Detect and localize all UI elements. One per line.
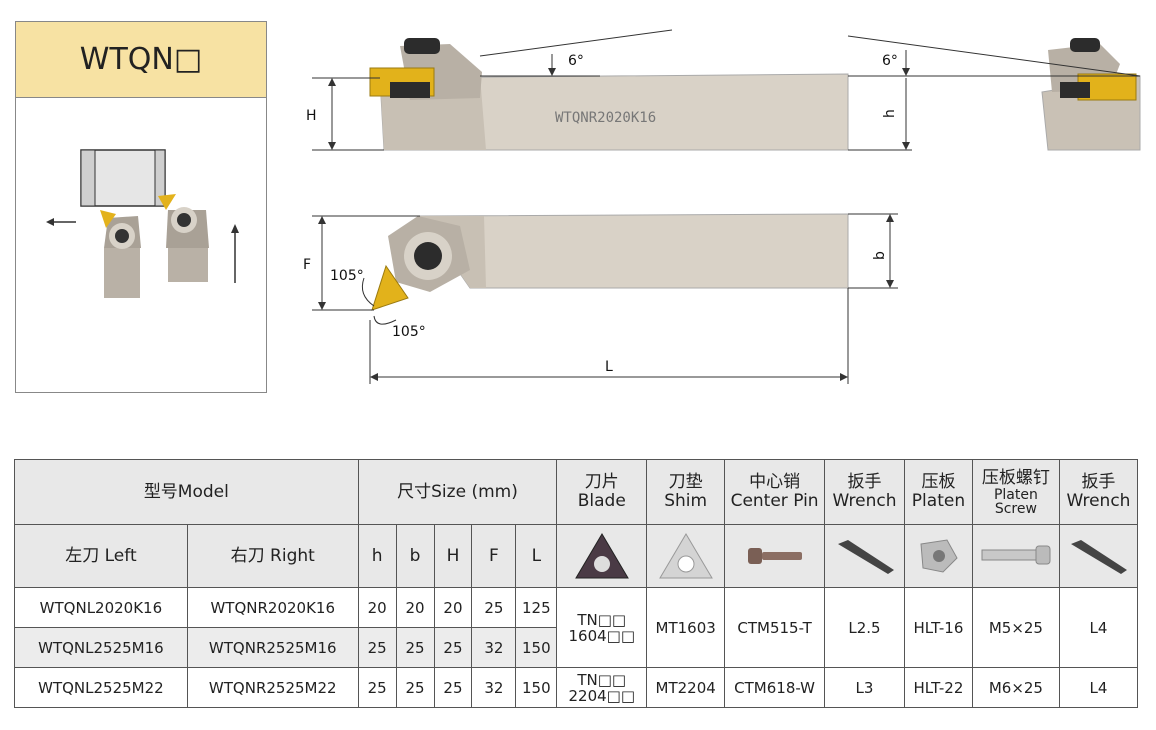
model-title: WTQN□ <box>16 22 266 98</box>
cell-platen: HLT-22 <box>903 667 973 708</box>
wrench-image <box>824 524 905 588</box>
dimension-h-label: h <box>882 109 898 118</box>
cell-h: 25 <box>357 627 397 668</box>
row-left-model: WTQNL2525M16 <box>14 627 188 668</box>
model-title-box: WTQN□ <box>15 21 267 393</box>
header-model: 型号Model <box>14 459 359 525</box>
row-right-model: WTQNR2020K16 <box>186 587 359 628</box>
blade-image <box>556 524 648 588</box>
row-left-model: WTQNL2020K16 <box>14 587 188 628</box>
engraved-model-label: WTQNR2020K16 <box>555 110 656 126</box>
approach-angle-label-1: 105° <box>330 268 364 284</box>
header-col-L: L <box>515 524 558 588</box>
cell-H: 20 <box>433 587 473 628</box>
table-row: WTQNL2020K16 WTQNR2020K16 20 20 20 25 12… <box>14 587 1139 668</box>
cell-L: 150 <box>515 627 558 668</box>
cell-L: 125 <box>515 587 558 628</box>
shim-image <box>646 524 726 588</box>
table-row: WTQNL2525M16 WTQNR2525M16 25 25 25 32 15… <box>14 627 1138 668</box>
cell-shim: MT1603 <box>646 587 726 668</box>
dimension-H-label: H <box>306 108 317 124</box>
cell-F: 32 <box>471 627 517 668</box>
row-right-model: WTQNR2525M22 <box>186 667 359 708</box>
cell-wrench-2: L4 <box>1058 667 1139 708</box>
approach-angle-label-2: 105° <box>392 324 426 340</box>
center-pin-image <box>724 524 826 588</box>
header-col-b: b <box>395 524 435 588</box>
platen-screw-image <box>971 524 1060 588</box>
cell-center-pin: CTM618-W <box>724 667 826 708</box>
cell-blade: TN□□1604□□ <box>556 587 648 668</box>
cell-center-pin: CTM515-T <box>724 587 826 668</box>
wrench-2-image <box>1058 524 1139 588</box>
dimension-L-label: L <box>605 359 613 375</box>
cell-h: 25 <box>357 667 397 708</box>
header-col-H: H <box>433 524 473 588</box>
cell-platen: HLT-16 <box>903 587 973 668</box>
angle-label-top: 6° <box>568 53 584 69</box>
tool-thumbnail-illustration <box>46 149 239 298</box>
cell-wrench: L3 <box>824 667 905 708</box>
end-view <box>1041 38 1141 151</box>
cell-b: 25 <box>395 667 435 708</box>
cell-platen-screw: M5×25 <box>971 587 1060 668</box>
dimension-b-label: b <box>872 251 888 260</box>
cell-b: 20 <box>395 587 435 628</box>
cell-platen-screw: M6×25 <box>971 667 1060 708</box>
cell-h: 20 <box>357 587 397 628</box>
cell-shim: MT2204 <box>646 667 726 708</box>
cell-wrench: L2.5 <box>824 587 905 668</box>
header-size: 尺寸Size (mm) <box>357 459 558 525</box>
row-right-model: WTQNR2525M16 <box>186 627 359 668</box>
cell-wrench-2: L4 <box>1058 587 1139 668</box>
header-col-F: F <box>471 524 517 588</box>
row-left-model: WTQNL2525M22 <box>14 667 188 708</box>
header-left: 左刀 Left <box>14 524 188 588</box>
cell-F: 32 <box>471 667 517 708</box>
table-row: WTQNL2525M22 WTQNR2525M22 25 25 25 32 15… <box>14 667 1139 708</box>
cell-blade: TN□□2204□□ <box>556 667 648 708</box>
header-col-h: h <box>357 524 397 588</box>
platen-image <box>903 524 973 588</box>
side-view: WTQNR2020K16 <box>369 38 849 151</box>
dimension-drawing: WTQNR2020K16 6° 6° H h F <box>303 29 1141 384</box>
dimension-F-label: F <box>303 257 311 273</box>
cell-H: 25 <box>433 627 473 668</box>
cell-b: 25 <box>395 627 435 668</box>
header-right: 右刀 Right <box>186 524 359 588</box>
cell-H: 25 <box>433 667 473 708</box>
top-view <box>371 213 849 311</box>
cell-L: 150 <box>515 667 558 708</box>
angle-label-right: 6° <box>882 53 898 69</box>
cell-F: 25 <box>471 587 517 628</box>
